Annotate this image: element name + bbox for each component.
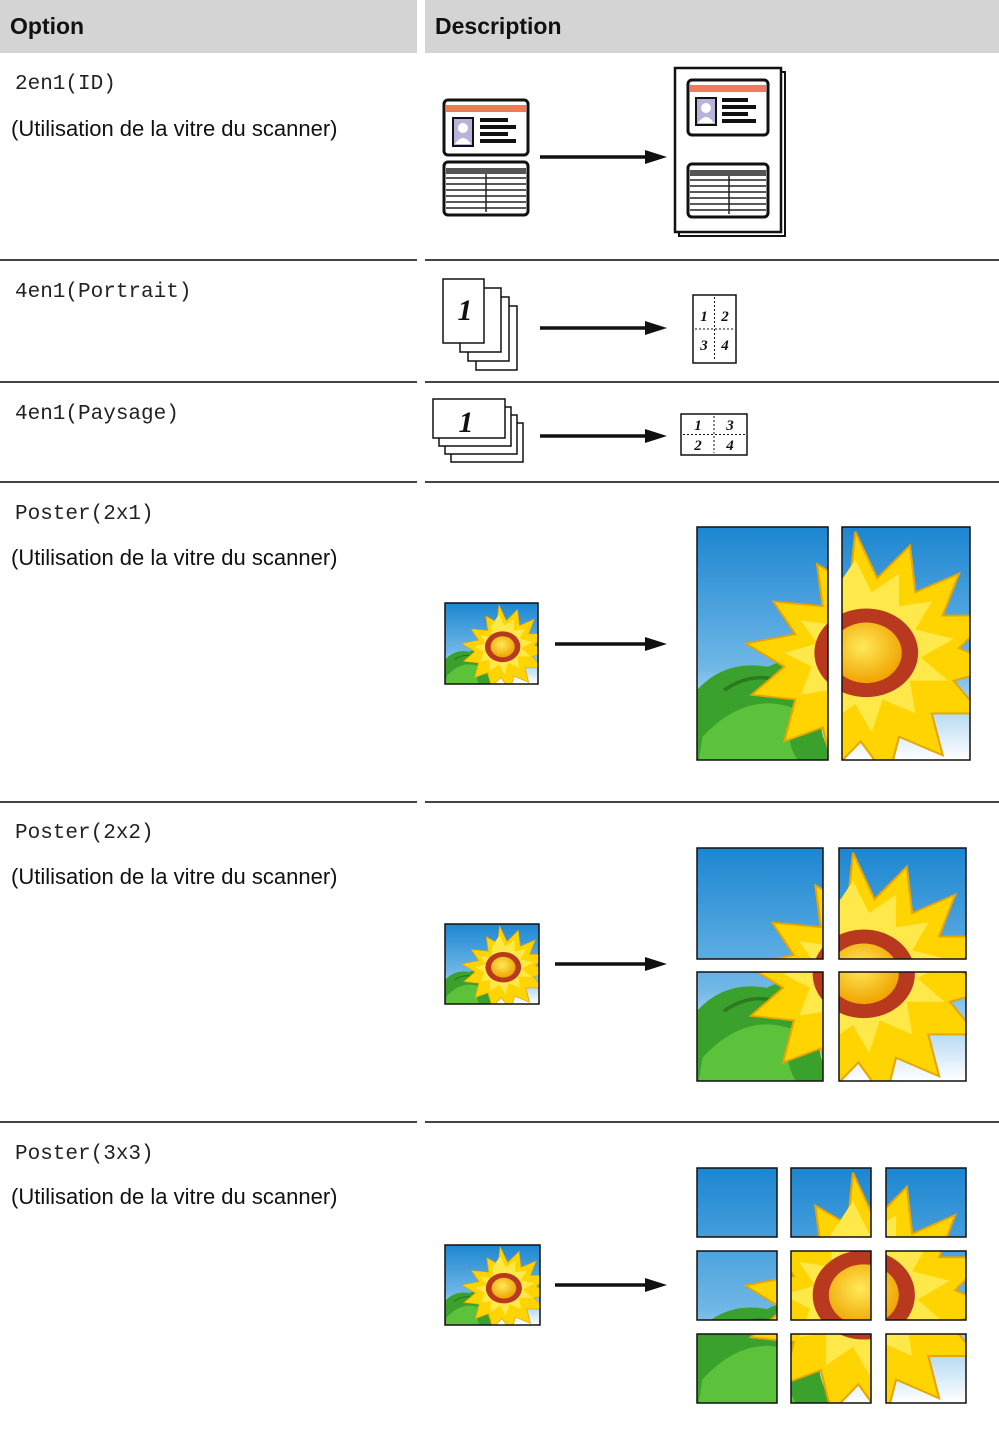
4in1-landscape-icon: 1 1 3 2 4: [432, 398, 748, 463]
header-option-label: Option: [10, 13, 85, 39]
row-divider: [0, 381, 417, 383]
option-name: Poster(2x1): [15, 503, 154, 526]
header-description-label: Description: [435, 13, 562, 39]
row-divider: [425, 381, 999, 383]
source-photo: [444, 1244, 541, 1326]
source-photo: [444, 923, 540, 1005]
source-page-label: 1: [458, 294, 473, 327]
option-note: (Utilisation de la vitre du scanner): [11, 116, 338, 141]
page-label-1: 1: [694, 418, 702, 434]
option-note: (Utilisation de la vitre du scanner): [11, 864, 338, 889]
row-divider: [0, 1121, 417, 1123]
header-option-cell: Option: [0, 0, 417, 53]
source-photo: [444, 602, 539, 685]
option-name: 2en1(ID): [15, 73, 116, 96]
row-divider: [425, 801, 999, 803]
id-card-2in1-icon: [442, 66, 786, 237]
row-divider: [0, 801, 417, 803]
option-note: (Utilisation de la vitre du scanner): [11, 545, 338, 570]
poster-3x3-icon: [444, 1167, 967, 1404]
row-divider: [425, 259, 999, 261]
poster-2x2-icon: [444, 847, 967, 1082]
option-name: 4en1(Portrait): [15, 281, 192, 304]
4in1-portrait-icon: 1 1 2 3 4: [442, 278, 737, 371]
row-divider: [425, 481, 999, 483]
page-label-4: 4: [720, 338, 729, 354]
page-label-4: 4: [725, 438, 734, 454]
page-label-2: 2: [720, 309, 729, 325]
option-name: 4en1(Paysage): [15, 403, 179, 426]
option-name: Poster(2x2): [15, 822, 154, 845]
source-page-label: 1: [459, 406, 474, 439]
row-divider: [0, 481, 417, 483]
page-label-1: 1: [700, 309, 708, 325]
page-label-3: 3: [699, 338, 708, 354]
option-name: Poster(3x3): [15, 1143, 154, 1166]
row-divider: [0, 259, 417, 261]
row-divider: [425, 1121, 999, 1123]
header-description-cell: Description: [425, 0, 999, 53]
poster-2x1-icon: [444, 526, 971, 761]
page-label-2: 2: [693, 438, 702, 454]
page-label-3: 3: [725, 418, 734, 434]
option-note: (Utilisation de la vitre du scanner): [11, 1184, 338, 1209]
